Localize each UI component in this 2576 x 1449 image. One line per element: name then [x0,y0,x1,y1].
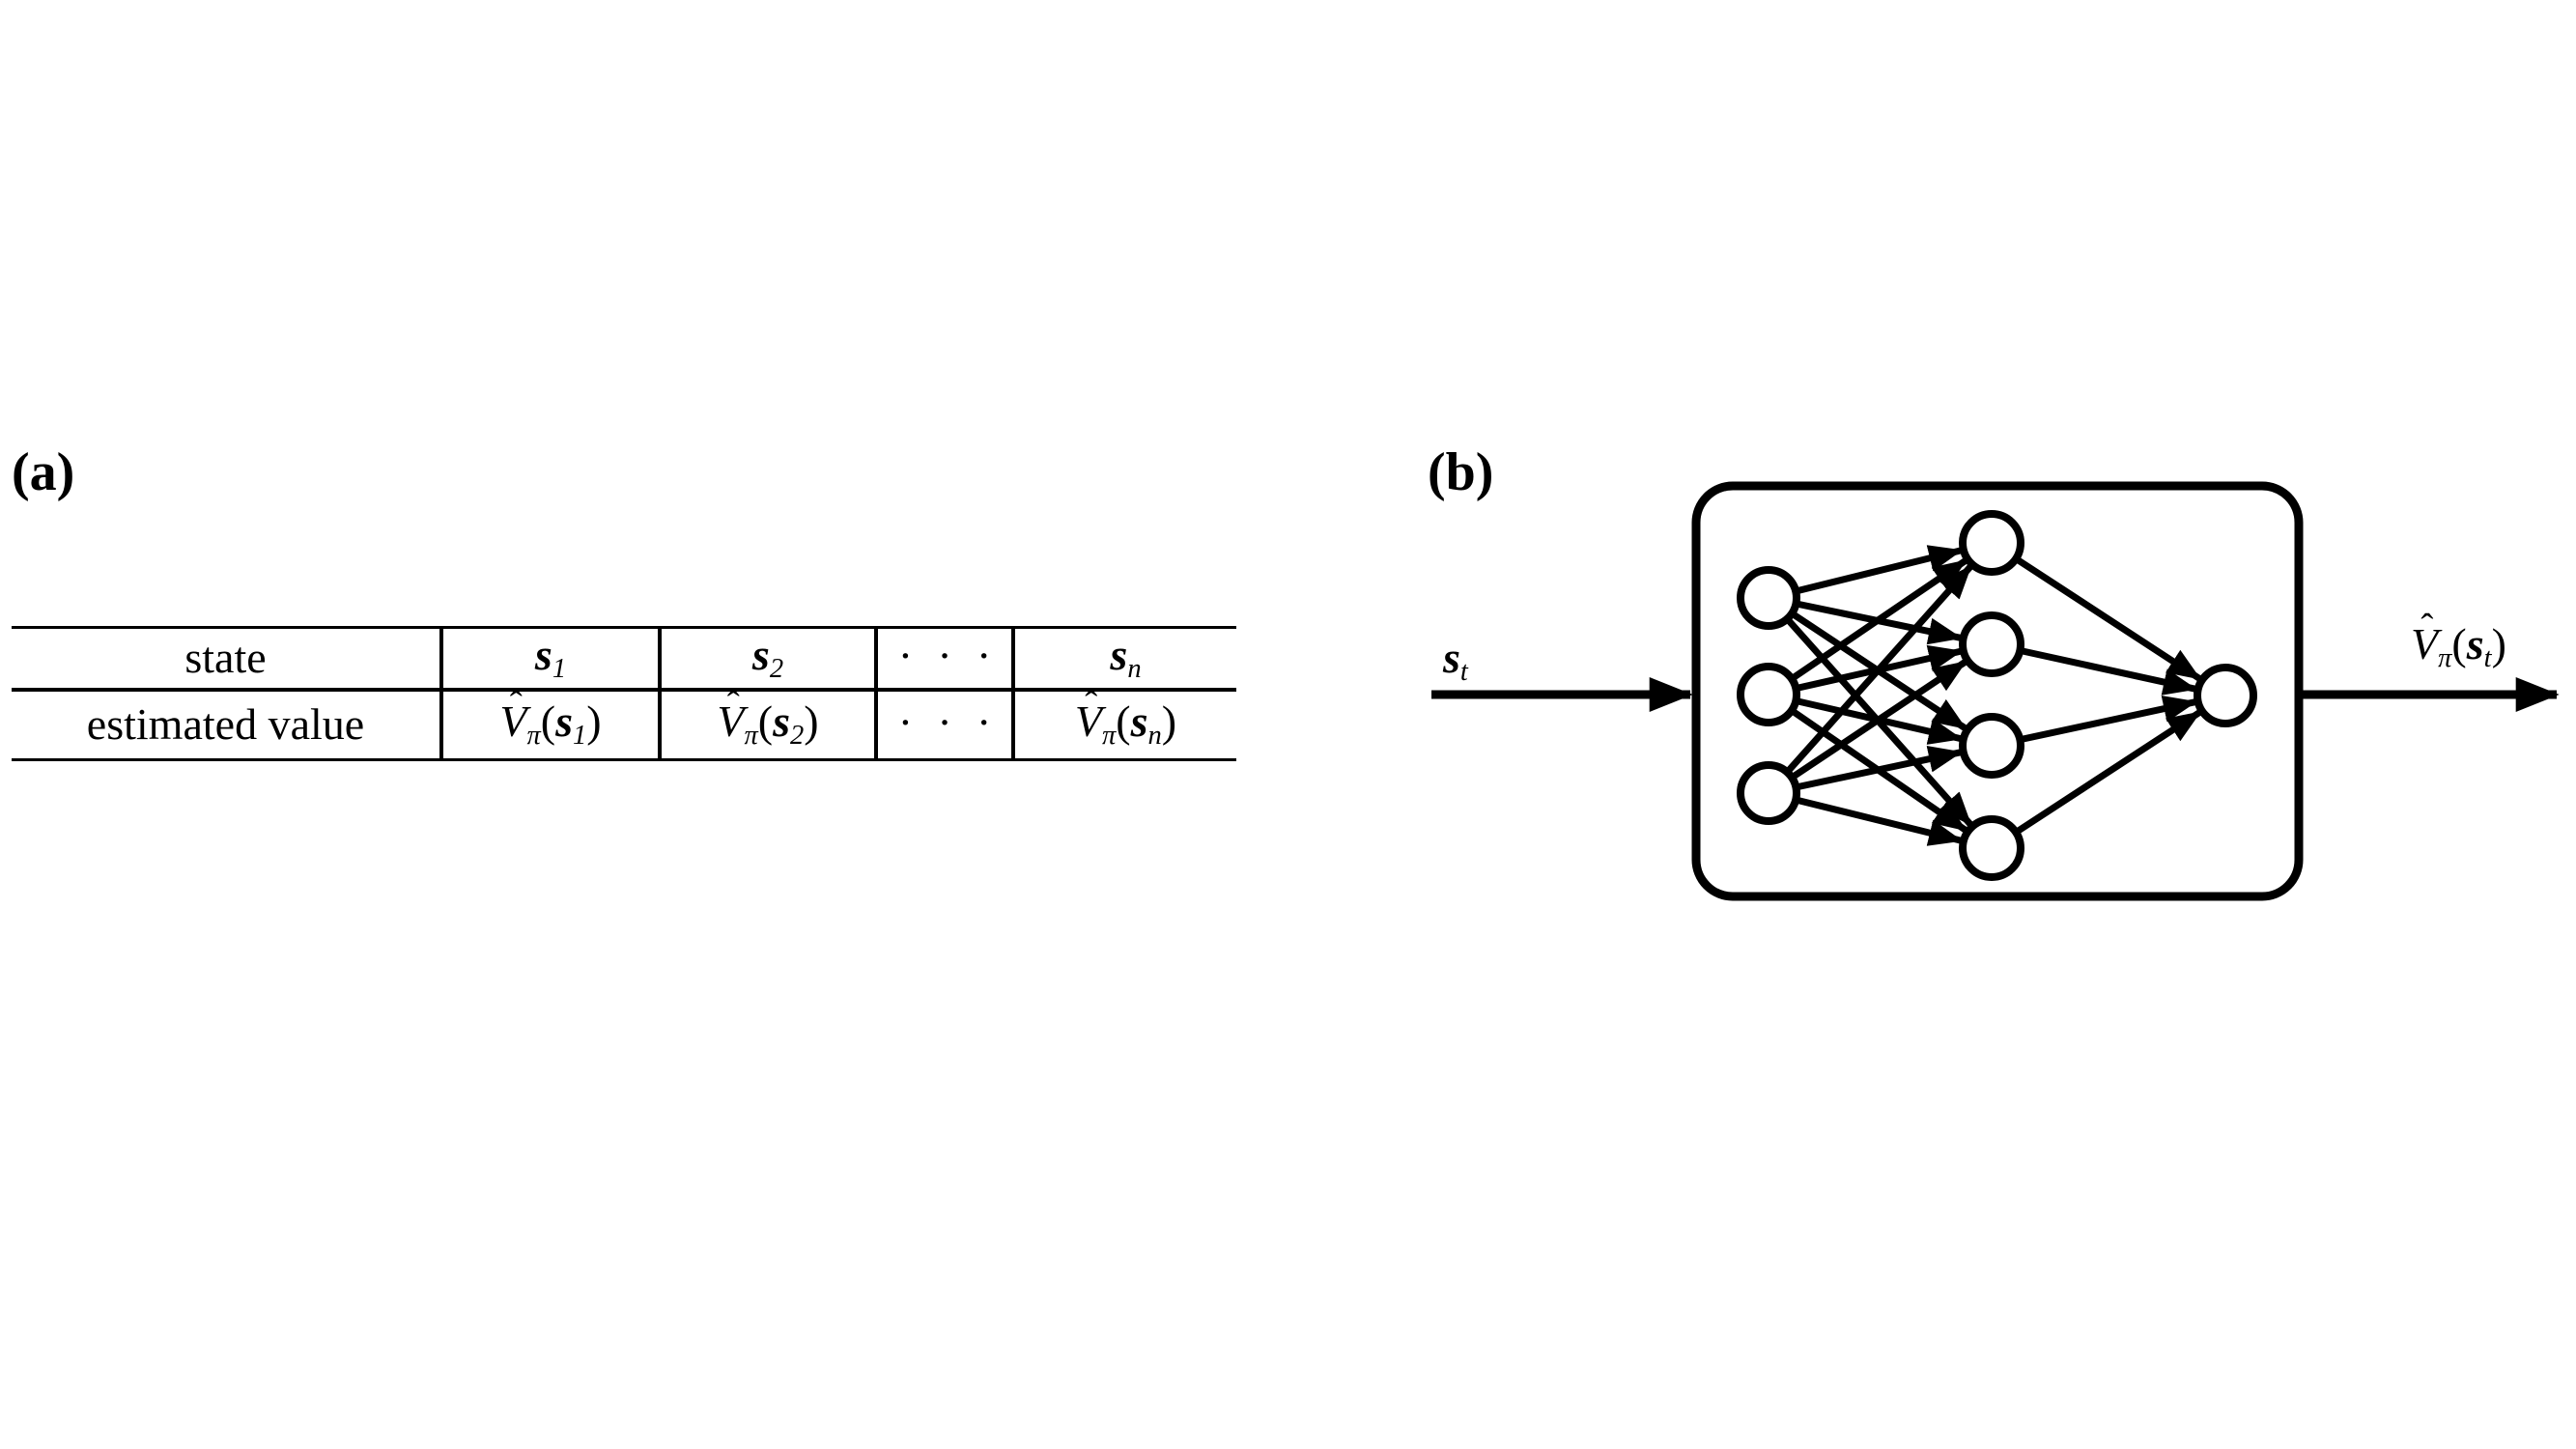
input-node [1737,761,1800,825]
output-node [2194,664,2257,727]
connection-edge [1990,540,2202,682]
hidden-node [1959,713,2024,779]
connection-edge [1768,545,1963,602]
hidden-node [1959,611,2024,677]
cell-value-dots: ··· [874,689,1013,760]
network-diagram [1431,481,2560,901]
connection-edge [1768,691,1963,745]
panel-b-label: (b) [1428,442,1494,502]
row-header-state: state [184,633,267,683]
table-row-state: state s1 s2 ··· sn [12,627,1236,690]
cell-state-n: sn [1011,627,1236,690]
input-state-label: st [1443,633,1468,687]
cell-state-1: s1 [439,627,660,690]
cell-state-dots: ··· [874,627,1013,690]
connection-edge [1991,640,2197,696]
hidden-node [1959,815,2024,881]
connection-edge [1767,692,1967,834]
connection-edge [1767,659,1967,796]
row-header-estimated-value: estimated value [86,699,365,750]
connection-edge [1768,789,1963,846]
connection-edge [1990,709,2202,851]
connection-edge [1767,557,1967,697]
hidden-node [1959,510,2024,576]
connection-edge [1766,564,1973,796]
connection-edge [1768,745,1963,797]
input-node [1737,663,1800,726]
connection-edge [1768,644,1963,698]
connection-edge [1768,594,1963,645]
panel-a-label: (a) [12,442,75,502]
connection-edge [1767,595,1967,731]
cell-state-2: s2 [658,627,876,690]
connection-edge [1991,695,2197,750]
input-node [1737,566,1800,630]
connection-edge [1766,595,1973,827]
